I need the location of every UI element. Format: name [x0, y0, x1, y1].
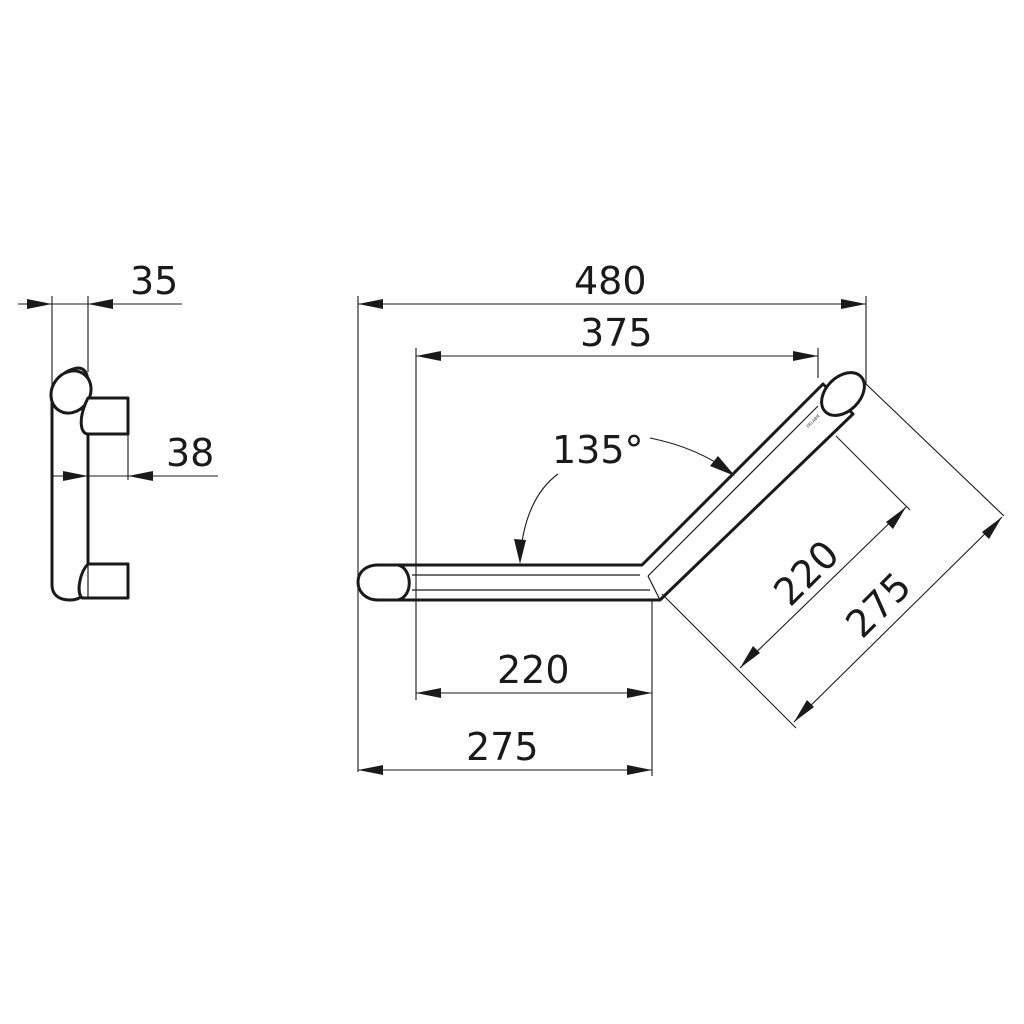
arrow-d275-low	[794, 700, 814, 722]
label-d220: 220	[765, 532, 847, 614]
side-view-top-flange	[79, 396, 130, 436]
label-h275: 275	[466, 725, 539, 769]
arrow-480-right	[841, 299, 866, 309]
arrow-angle-left	[514, 539, 526, 564]
label-375: 375	[580, 311, 653, 355]
label-480: 480	[574, 259, 647, 303]
dim-line-d275	[793, 516, 1003, 723]
label-135: 135°	[552, 428, 644, 472]
arrow-375-left	[416, 351, 441, 361]
arrow-d275-high	[982, 517, 1002, 539]
arrow-angle-right	[710, 456, 735, 476]
left-end-cap	[356, 563, 411, 602]
side-view-bottom-flange	[77, 562, 130, 600]
label-d275: 275	[837, 564, 919, 646]
arrow-h275-left	[358, 765, 383, 775]
arrow-h275-right	[627, 765, 652, 775]
arrow-38-left	[63, 471, 88, 481]
top-view: DELABIE 480 375 135° 220 275	[356, 259, 1005, 776]
label-38: 38	[166, 431, 214, 475]
ext-diag-bend	[661, 593, 797, 729]
label-35: 35	[130, 259, 178, 303]
arrow-35-left	[27, 299, 52, 309]
label-h220: 220	[497, 648, 570, 692]
arrow-35-right	[88, 299, 113, 309]
arrow-480-left	[358, 299, 383, 309]
arrow-h220-left	[416, 688, 441, 698]
arrow-h220-right	[627, 688, 652, 698]
side-view: 35 38	[18, 259, 218, 602]
dim-line-d220	[739, 506, 907, 669]
ext-diag-inner-end	[835, 435, 911, 511]
ext-diag-outer-end	[865, 383, 1005, 517]
bar-inner-line-diag	[647, 405, 819, 577]
arrow-375-right	[793, 351, 818, 361]
arrow-38-right	[128, 471, 153, 481]
arrow-d220-low	[740, 646, 760, 668]
right-end-cap	[820, 371, 866, 417]
grab-bar-outline	[358, 382, 855, 602]
arrow-d220-high	[886, 507, 906, 529]
bar-bend-seam	[647, 575, 661, 601]
